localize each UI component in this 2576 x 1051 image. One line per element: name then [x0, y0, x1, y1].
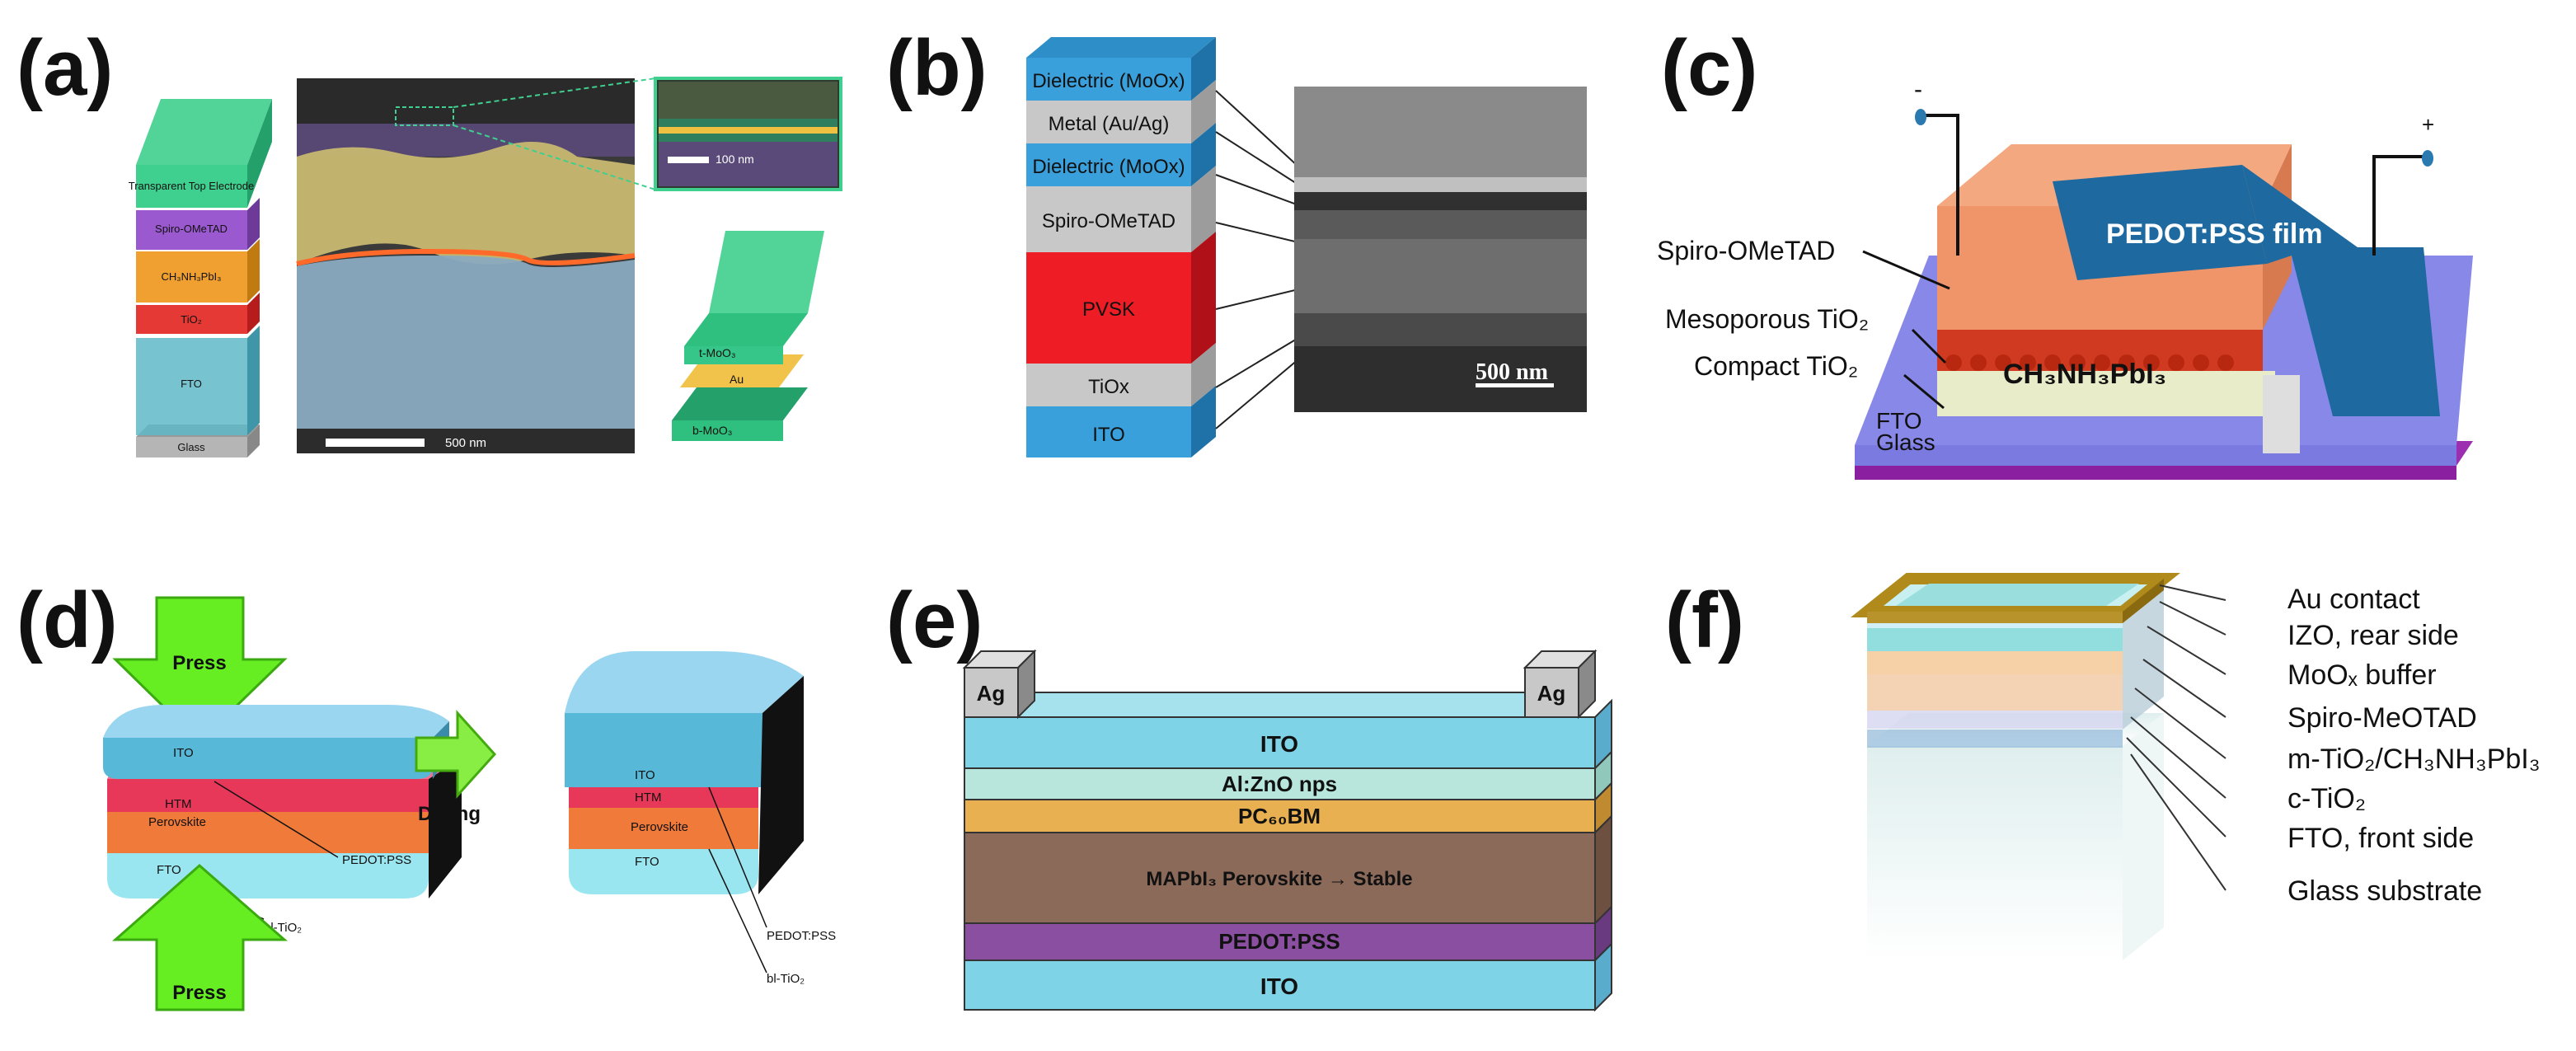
panel-f-callouts — [2126, 584, 2226, 891]
panel-d-label: (d) — [16, 576, 118, 664]
panel-c-callouts: Spiro-OMeTAD Mesoporous TiO₂ Compact TiO… — [1657, 236, 1950, 455]
panel-c-device: PEDOT:PSS film CH₃NH₃PbI₃ - + — [1855, 76, 2473, 480]
panel-f-layer-stack — [1851, 573, 2180, 960]
panel-e-layer-stack: Ag Ag ITO Al:ZnO nps PC₆₀BM MAPbI₃ Perov… — [962, 649, 1612, 1012]
f-label-glass: Glass substrate — [2287, 875, 2482, 907]
panel-a-sem-image: 500 nm — [296, 77, 656, 453]
f-label-ctio2: c-TiO₂ — [2287, 783, 2366, 814]
b-layer-dielectric-bottom: Dielectric (MoOx) — [1032, 156, 1185, 178]
d-left-ito: ITO — [173, 746, 194, 760]
layer-label-glass: Glass — [177, 441, 205, 453]
d-right-perovskite: Perovskite — [631, 820, 688, 834]
panel-a-electrode-stack: t-MoO₃ Au b-MoO₃ — [672, 231, 824, 441]
layer-label-perovskite: CH₃NH₃PbI₃ — [162, 270, 222, 283]
f-label-fto: FTO, front side — [2287, 823, 2474, 854]
press-arrow-bottom: Press — [112, 864, 288, 1011]
panel-a-inset: 100 nm — [654, 77, 842, 191]
d-right-fto: FTO — [635, 855, 659, 869]
inset-scalebar-label: 100 nm — [716, 152, 754, 166]
b-layer-dielectric-top: Dielectric (MoOx) — [1032, 70, 1185, 92]
d-left-fto: FTO — [157, 863, 181, 877]
d-left-perovskite: Perovskite — [148, 815, 206, 829]
panel-f: (f) Au — [1665, 573, 2541, 960]
panel-b-sem-image: 500 nm — [1294, 87, 1587, 412]
panel-b: (b) Dielectric (MoOx) Metal (Au/Ag) Diel… — [886, 24, 1587, 457]
layer-label-top-electrode: Transparent Top Electrode — [129, 180, 254, 192]
c-label-mesoporous: Mesoporous TiO₂ — [1665, 304, 1869, 334]
f-label-izo: IZO, rear side — [2287, 620, 2459, 651]
e-ag-right: Ag — [1537, 681, 1566, 706]
c-label-spiro: Spiro-OMeTAD — [1657, 236, 1835, 265]
layer-label-tio2: TiO₂ — [181, 313, 202, 326]
c-absorber-label: CH₃NH₃PbI₃ — [2003, 359, 2166, 390]
c-label-glass: Glass — [1876, 429, 1936, 455]
panel-d-left-stack: ITO HTM Perovskite FTO PEDOT:PSS bl-TiO₂ — [103, 705, 462, 935]
b-layer-pvsk: PVSK — [1082, 298, 1135, 321]
f-label-mtio2: m-TiO₂/CH₃NH₃PbI₃ — [2287, 744, 2541, 775]
panel-b-label: (b) — [886, 24, 988, 112]
press-top-label: Press — [172, 652, 226, 674]
press-arrow-top: Press — [112, 596, 288, 744]
d-left-pedot: PEDOT:PSS — [342, 853, 411, 867]
c-label-fto: FTO — [1876, 408, 1921, 434]
c-plus-label: + — [2422, 112, 2434, 137]
f-label-spiro: Spiro-MeOTAD — [2287, 702, 2477, 734]
drying-label: Drying — [418, 803, 481, 825]
panel-e: (e) Ag Ag ITO Al:ZnO nps PC₆₀ — [886, 576, 1612, 1012]
press-bottom-label: Press — [172, 982, 226, 1004]
d-right-bltio2: bl-TiO₂ — [767, 972, 805, 986]
e-layer-mapbi: MAPbI₃ Perovskite → Stable — [1146, 868, 1412, 890]
layer-label-spiro: Spiro-OMeTAD — [155, 223, 228, 235]
e-layer-azo: Al:ZnO nps — [1222, 772, 1337, 796]
panel-a-layer-stack: Transparent Top Electrode Spiro-OMeTAD C… — [129, 99, 272, 457]
panel-a-label: (a) — [16, 24, 113, 112]
e-ag-left: Ag — [977, 681, 1006, 706]
panel-c-label: (c) — [1661, 24, 1757, 112]
d-right-htm: HTM — [635, 791, 662, 805]
f-label-au: Au contact — [2287, 584, 2420, 615]
panel-e-label: (e) — [886, 576, 983, 664]
e-layer-pcbm: PC₆₀BM — [1238, 804, 1321, 828]
f-label-moox: MoOₓ buffer — [2287, 659, 2437, 691]
c-film-label: PEDOT:PSS film — [2106, 218, 2323, 250]
panel-b-layer-stack: Dielectric (MoOx) Metal (Au/Ag) Dielectr… — [1026, 37, 1216, 457]
c-minus-label: - — [1914, 76, 1922, 103]
electrode-label-au: Au — [730, 373, 744, 386]
e-layer-pedot: PEDOT:PSS — [1218, 929, 1340, 954]
layer-label-fto: FTO — [181, 378, 202, 390]
e-layer-ito-bottom: ITO — [1260, 974, 1298, 999]
electrode-label-t-moo3: t-MoO₃ — [699, 346, 736, 359]
b-layer-tiox: TiOx — [1088, 376, 1129, 398]
electrode-label-b-moo3: b-MoO₃ — [692, 424, 733, 437]
b-layer-spiro: Spiro-OMeTAD — [1042, 210, 1175, 232]
sem-scalebar-label: 500 nm — [445, 436, 486, 450]
b-layer-metal: Metal (Au/Ag) — [1049, 113, 1170, 135]
b-layer-ito: ITO — [1092, 424, 1125, 446]
panel-c: (c) PEDOT:PSS film CH₃NH₃PbI₃ — [1657, 24, 2473, 480]
b-scalebar-label: 500 nm — [1476, 359, 1548, 385]
d-right-pedot: PEDOT:PSS — [767, 929, 836, 943]
panel-a: (a) Transparent Top Electrode Spiro- — [16, 24, 842, 457]
d-right-ito: ITO — [635, 768, 655, 782]
e-layer-ito-top: ITO — [1260, 731, 1298, 757]
drying-arrow: Drying — [415, 710, 497, 825]
panel-d: (d) Press ITO HTM Perovskite FTO PEDOT:P… — [16, 576, 836, 1011]
panel-f-labels: Au contact IZO, rear side MoOₓ buffer Sp… — [2287, 584, 2541, 907]
panel-f-label: (f) — [1665, 576, 1744, 664]
d-left-htm: HTM — [165, 797, 192, 811]
c-label-compact: Compact TiO₂ — [1694, 351, 1858, 381]
panel-d-right-stack: ITO HTM Perovskite FTO PEDOT:PSS bl-TiO₂ — [565, 651, 836, 986]
